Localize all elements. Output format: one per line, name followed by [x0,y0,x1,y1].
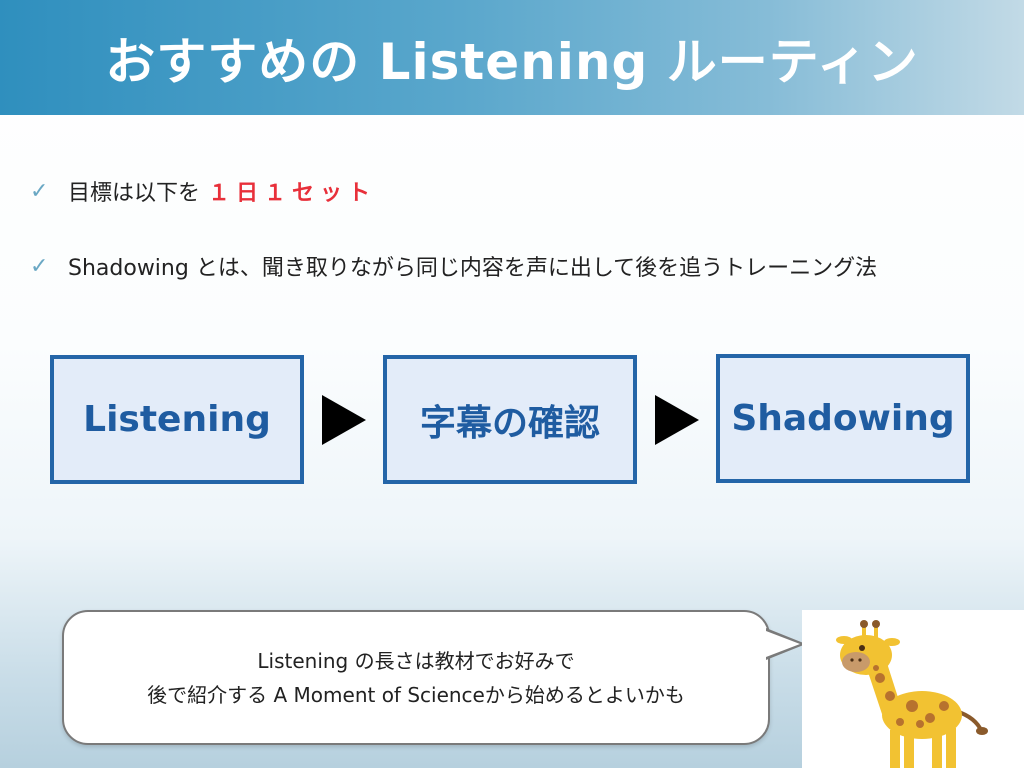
speech-bubble: Listening の長さは教材でお好みで 後で紹介する A Moment of… [62,610,770,745]
note-line-1: Listening の長さは教材でお好みで [257,648,575,673]
speech-bubble-tail-fill [766,631,800,657]
giraffe-illustration [802,610,1024,768]
arrow-right-icon [322,395,366,445]
arrow-right-icon [655,395,699,445]
slide-title: おすすめの Listening ルーティン [105,32,919,91]
bullet-shadowing-definition: ✓ Shadowing とは、聞き取りながら同じ内容を声に出して後を追うトレーニ… [30,250,877,282]
goal-text: 目標は以下を [68,181,201,206]
step-shadowing: Shadowing [716,354,970,483]
step-subtitle-check: 字幕の確認 [383,355,637,484]
step-listening: Listening [50,355,304,484]
shadowing-definition-text: Shadowing とは、聞き取りながら同じ内容を声に出して後を追うトレーニング… [68,256,878,281]
step-label: 字幕の確認 [419,402,600,444]
checkmark-icon: ✓ [30,253,49,279]
step-label: Listening [83,399,271,440]
goal-highlight: １日１セット [208,181,377,206]
step-label: Shadowing [731,398,955,439]
checkmark-icon: ✓ [30,178,49,204]
bullet-goal: ✓ 目標は以下を １日１セット [30,175,376,207]
giraffe-icon [836,620,988,768]
title-banner: おすすめの Listening ルーティン [0,0,1024,115]
note-line-2: 後で紹介する A Moment of Scienceから始めるとよいかも [147,682,685,707]
